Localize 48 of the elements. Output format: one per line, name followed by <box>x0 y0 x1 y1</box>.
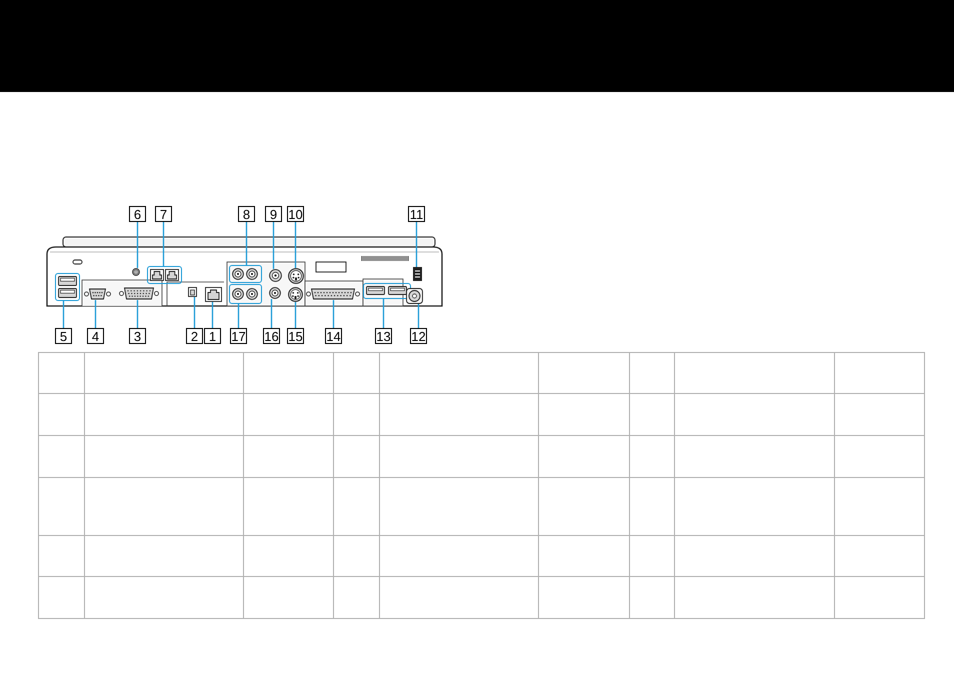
callout-number: 10 <box>287 206 304 222</box>
leader-line <box>382 299 384 328</box>
leader-line <box>416 222 418 267</box>
callout-number: 12 <box>410 328 427 344</box>
callout-number: 1 <box>204 328 221 344</box>
leader-line <box>212 302 214 328</box>
leader-line <box>272 222 274 269</box>
leader-line <box>136 222 138 268</box>
optical-port <box>188 287 197 297</box>
callout-number: 17 <box>230 328 247 344</box>
usb-port-group <box>55 273 80 301</box>
callout-number: 13 <box>375 328 392 344</box>
leader-line <box>332 300 334 328</box>
serial-port <box>84 288 111 300</box>
audio-jack-group <box>229 265 262 283</box>
leader-line <box>62 301 64 328</box>
audio-jack-group <box>229 284 262 304</box>
callout-number: 3 <box>129 328 146 344</box>
leader-line <box>194 297 196 328</box>
audio-jack <box>269 287 281 299</box>
parallel-port <box>306 288 360 300</box>
callout-number: 7 <box>155 206 172 222</box>
leader-line <box>294 222 296 268</box>
callout-number: 2 <box>186 328 203 344</box>
callout-number: 4 <box>87 328 104 344</box>
audio-jack <box>269 269 282 282</box>
leader-line <box>238 304 240 328</box>
callout-number: 8 <box>238 206 255 222</box>
callout-number: 6 <box>129 206 146 222</box>
leader-line <box>294 302 296 328</box>
leader-line <box>94 300 96 328</box>
leader-line <box>418 304 420 328</box>
leader-line <box>270 299 272 328</box>
callout-number: 11 <box>408 206 425 222</box>
callout-number: 15 <box>287 328 304 344</box>
leader-line <box>162 222 164 266</box>
slide-switch <box>413 267 422 281</box>
modular-jack-group <box>147 266 182 284</box>
callout-number: 16 <box>263 328 280 344</box>
leader-line <box>246 222 248 265</box>
leader-line <box>136 300 138 328</box>
callout-number: 9 <box>265 206 282 222</box>
audio-jack <box>132 268 140 276</box>
network-port <box>205 287 222 302</box>
callout-number: 14 <box>325 328 342 344</box>
dvi-port <box>119 287 159 300</box>
callout-number: 5 <box>55 328 72 344</box>
power-input-port <box>406 288 423 304</box>
